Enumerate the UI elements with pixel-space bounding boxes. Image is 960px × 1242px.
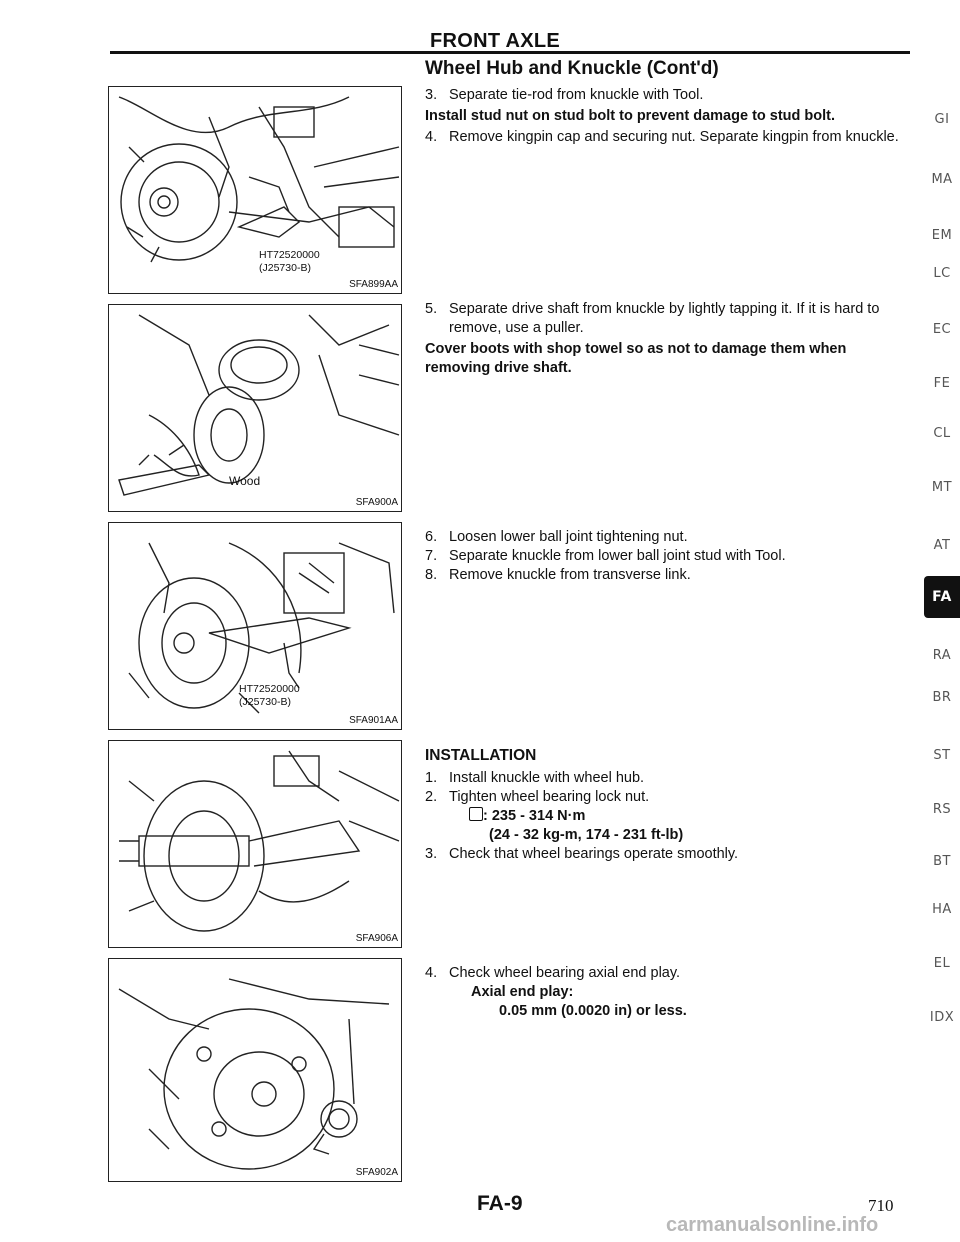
figure-illustration — [118, 978, 390, 1170]
figure-illustration — [128, 542, 395, 714]
torque-spec-converted: (24 - 32 kg-m, 174 - 231 ft-lb) — [489, 827, 684, 843]
tab-gi[interactable]: GI — [934, 112, 950, 127]
tool-number: HT72520000(J25730-B) — [239, 683, 300, 708]
tab-em[interactable]: EM — [931, 228, 953, 243]
tab-ra[interactable]: RA — [932, 648, 952, 663]
steps-drive-shaft: 5.Separate drive shaft from knuckle by l… — [425, 300, 915, 378]
page-number: 710 — [868, 1196, 894, 1215]
tab-br[interactable]: BR — [932, 690, 952, 705]
tab-at[interactable]: AT — [933, 538, 951, 553]
tab-rs[interactable]: RS — [932, 802, 952, 817]
tab-bt[interactable]: BT — [933, 854, 951, 869]
figure-code: SFA902A — [355, 1167, 398, 1178]
tab-mt[interactable]: MT — [931, 480, 953, 495]
tab-fa-active[interactable]: FA — [924, 576, 960, 618]
figure-drive-shaft-tapping: Wood SFA900A — [108, 304, 402, 512]
installation-section: INSTALLATION 1.Install knuckle with whee… — [425, 746, 915, 864]
page-header-title: FRONT AXLE — [430, 30, 561, 52]
figure-axial-end-play-check: SFA902A — [108, 958, 402, 1182]
wood-label: Wood — [229, 474, 261, 488]
install-step-2: 2.Tighten wheel bearing lock nut. — [425, 789, 650, 805]
figure-code: SFA900A — [355, 497, 398, 508]
step-6: 6.Loosen lower ball joint tightening nut… — [425, 529, 688, 545]
figure-illustration — [118, 96, 400, 263]
steps-ball-joint: 6.Loosen lower ball joint tightening nut… — [425, 528, 915, 585]
torque-wrench-icon — [469, 807, 483, 821]
install-step-3: 3.Check that wheel bearings operate smoo… — [425, 846, 739, 862]
section-title: Wheel Hub and Knuckle (Cont'd) — [425, 58, 719, 79]
install-step-1: 1.Install knuckle with wheel hub. — [425, 770, 645, 786]
tab-lc[interactable]: LC — [933, 266, 951, 281]
axial-end-play-section: 4.Check wheel bearing axial end play. Ax… — [425, 964, 915, 1021]
torque-spec: : 235 - 314 N·m — [425, 807, 915, 826]
spec-label: Axial end play: — [471, 984, 574, 1000]
tab-el[interactable]: EL — [933, 956, 951, 971]
figure-code: SFA906A — [355, 933, 398, 944]
install-step-4: 4.Check wheel bearing axial end play. — [425, 965, 681, 981]
page-label: FA-9 — [477, 1192, 523, 1215]
figure-wheel-bearing-lock-nut: SFA906A — [108, 740, 402, 948]
caution-note: Cover boots with shop towel so as not to… — [425, 341, 847, 376]
figure-lower-ball-joint: HT72520000(J25730-B) SFA901AA — [108, 522, 402, 730]
tool-number: HT72520000(J25730-B) — [259, 249, 320, 274]
caution-note: Install stud nut on stud bolt to prevent… — [425, 108, 836, 124]
figure-code: SFA899AA — [349, 279, 398, 290]
figure-illustration — [119, 750, 400, 932]
installation-heading: INSTALLATION — [425, 747, 537, 764]
tab-ec[interactable]: EC — [932, 322, 952, 337]
spec-value: 0.05 mm (0.0020 in) or less. — [499, 1003, 687, 1019]
tab-idx[interactable]: IDX — [929, 1010, 955, 1025]
figure-tie-rod-separation: HT72520000(J25730-B) SFA899AA — [108, 86, 402, 294]
step-5: 5.Separate drive shaft from knuckle by l… — [425, 301, 880, 336]
tab-ma[interactable]: MA — [931, 172, 953, 187]
steps-tie-rod-kingpin: 3.Separate tie-rod from knuckle with Too… — [425, 86, 915, 147]
tab-ha[interactable]: HA — [932, 902, 952, 917]
tab-cl[interactable]: CL — [933, 426, 951, 441]
header-rule — [110, 51, 910, 54]
step-8: 8.Remove knuckle from transverse link. — [425, 567, 691, 583]
step-7: 7.Separate knuckle from lower ball joint… — [425, 548, 786, 564]
figure-illustration — [118, 314, 400, 496]
step-4: 4.Remove kingpin cap and securing nut. S… — [425, 129, 899, 145]
watermark: carmanualsonline.info — [666, 1214, 879, 1236]
tab-st[interactable]: ST — [933, 748, 951, 763]
tab-fe[interactable]: FE — [933, 376, 951, 391]
step-3: 3.Separate tie-rod from knuckle with Too… — [425, 87, 704, 103]
figure-code: SFA901AA — [349, 715, 398, 726]
